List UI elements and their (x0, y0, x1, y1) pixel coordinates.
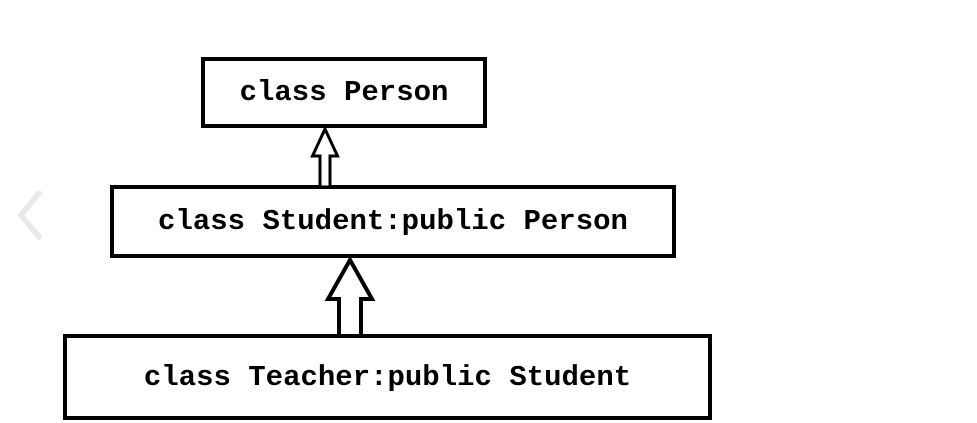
prev-button[interactable] (12, 186, 48, 244)
class-box-student: class Student:public Person (110, 185, 676, 258)
chevron-left-icon (18, 190, 42, 240)
class-box-student-label: class Student:public Person (158, 205, 628, 238)
class-box-person: class Person (201, 57, 487, 128)
arrow-teacher-to-student (324, 255, 376, 338)
class-box-teacher-label: class Teacher:public Student (143, 360, 632, 394)
class-box-person-label: class Person (239, 76, 449, 109)
class-box-teacher: class Teacher:public Student (63, 334, 712, 420)
arrow-student-to-person (310, 125, 340, 189)
